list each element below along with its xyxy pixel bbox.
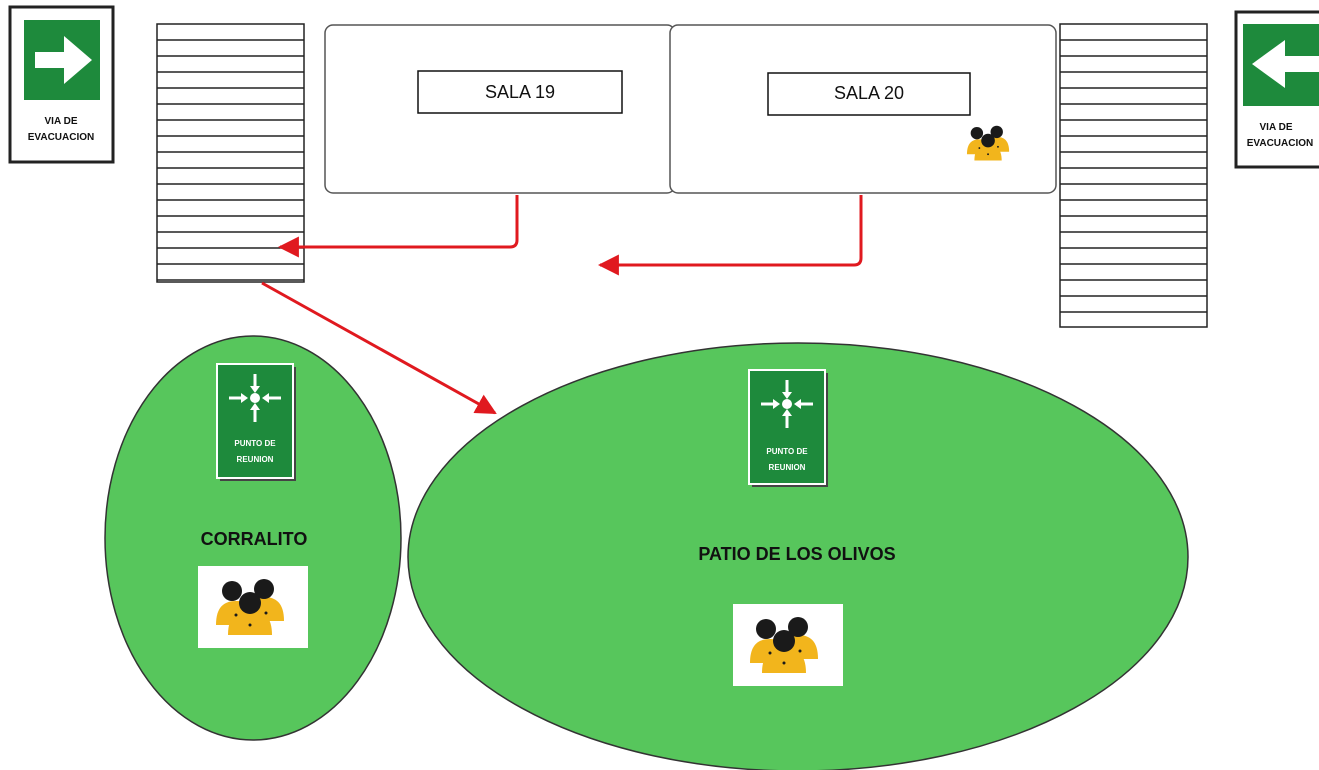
arrow-left-icon [1252,40,1319,88]
assembly-point-sign: PUNTO DE REUNION [747,368,830,489]
area-corralito: PUNTO DE REUNION CORRALITO [104,335,402,741]
assembly-label-line2: REUNION [237,455,274,464]
evacuation-route-to-patio [261,281,497,415]
staircase-left [156,23,305,283]
assembly-label-line2: REUNION [769,463,806,472]
arrow-right-icon [35,36,92,84]
evacuation-label-line1: VIA DE [1260,122,1293,133]
room-label-sala-19: SALA 19 [485,82,555,102]
evacuation-sign-left: VIA DE EVACUACION [8,5,115,164]
evacuation-label-line2: EVACUACION [1247,138,1313,149]
assembly-point-sign: PUNTO DE REUNION [215,362,298,483]
area-patio-de-los-olivos: PUNTO DE REUNION PATIO DE LOS OLIVOS [407,342,1189,770]
assembly-label-line1: PUNTO DE [766,447,808,456]
room-sala-20: SALA 20 [669,24,1057,194]
room-label-sala-20: SALA 20 [834,83,904,103]
area-label-corralito: CORRALITO [201,529,308,549]
evacuation-label-line2: EVACUACION [28,132,94,143]
evacuation-route-sala-19 [277,195,519,258]
area-label-patio: PATIO DE LOS OLIVOS [698,544,895,564]
evacuation-sign-right: VIA DE EVACUACION [1234,10,1319,169]
staircase-right [1059,23,1208,328]
evacuation-route-sala-20 [597,195,863,276]
assembly-label-line1: PUNTO DE [234,439,276,448]
room-sala-19: SALA 19 [324,24,676,194]
evacuation-label-line1: VIA DE [45,116,78,127]
